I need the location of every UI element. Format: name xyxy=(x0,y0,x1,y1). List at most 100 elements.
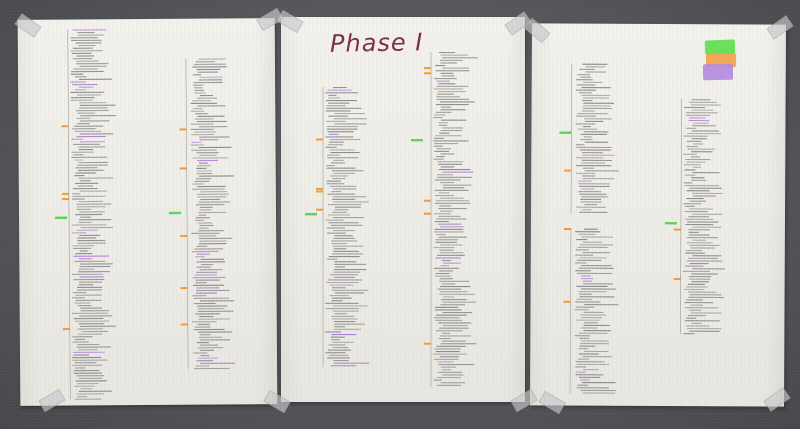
text-line xyxy=(439,226,464,228)
text-line xyxy=(689,208,713,210)
text-line xyxy=(577,128,598,130)
text-line xyxy=(581,86,611,89)
text-line xyxy=(687,221,719,223)
text-line xyxy=(692,171,720,174)
text-line xyxy=(332,245,364,247)
text-line xyxy=(435,195,454,197)
text-line xyxy=(200,198,221,201)
main-branch-marker xyxy=(424,342,431,345)
text-line xyxy=(579,244,613,246)
text-line xyxy=(584,350,609,353)
text-line xyxy=(689,200,706,202)
text-line xyxy=(72,245,95,247)
text-line xyxy=(441,106,452,108)
text-line xyxy=(575,371,587,373)
text-line xyxy=(683,182,693,184)
text-line xyxy=(581,162,606,164)
text-line xyxy=(191,250,219,253)
text-line xyxy=(71,156,108,159)
text-line xyxy=(328,115,349,117)
text-line xyxy=(575,270,591,272)
text-line xyxy=(195,279,221,281)
text-line xyxy=(197,357,218,359)
text-line xyxy=(74,338,86,341)
text-line xyxy=(582,392,616,394)
text-line xyxy=(439,286,471,288)
text-line xyxy=(689,244,720,247)
text-line xyxy=(585,66,606,68)
text-line xyxy=(199,240,227,242)
text-line xyxy=(692,125,716,127)
main-branch-marker xyxy=(180,235,188,238)
text-line xyxy=(327,214,351,216)
text-line xyxy=(191,133,215,136)
text-line xyxy=(73,255,110,257)
text-line xyxy=(78,349,98,351)
text-line xyxy=(439,205,452,207)
text-line xyxy=(333,230,356,232)
text-line xyxy=(434,309,462,311)
text-line xyxy=(438,163,463,165)
text-line xyxy=(690,312,722,314)
phase-title: Phase I xyxy=(329,28,424,58)
main-branch-marker xyxy=(316,138,323,141)
text-line xyxy=(77,239,106,242)
text-line xyxy=(583,102,615,104)
text-line xyxy=(328,256,360,258)
main-branch-marker xyxy=(673,228,681,231)
text-line xyxy=(438,223,462,225)
text-line xyxy=(75,89,87,91)
text-line xyxy=(435,65,446,67)
text-line xyxy=(692,195,716,197)
text-line xyxy=(578,290,607,293)
text-line xyxy=(77,31,95,34)
text-line xyxy=(79,102,107,104)
text-line xyxy=(439,280,470,282)
text-line xyxy=(78,148,94,151)
text-line xyxy=(330,336,345,338)
text-line xyxy=(688,291,717,293)
text-line xyxy=(191,141,202,143)
text-line xyxy=(691,99,711,101)
text-line xyxy=(191,232,220,234)
text-line xyxy=(575,301,601,303)
text-line xyxy=(574,335,590,337)
text-line xyxy=(331,170,364,172)
text-line xyxy=(197,222,213,224)
text-line xyxy=(683,135,708,137)
text-line xyxy=(325,302,359,304)
text-line xyxy=(73,187,98,190)
text-line xyxy=(327,157,359,159)
text-line xyxy=(582,283,613,285)
text-line xyxy=(79,180,91,182)
text-line xyxy=(576,172,596,174)
text-line xyxy=(196,167,207,169)
text-line xyxy=(441,119,467,121)
root-node-marker xyxy=(55,216,68,220)
text-line xyxy=(582,356,613,358)
main-branch-marker xyxy=(316,208,323,211)
text-line xyxy=(683,153,697,155)
text-line xyxy=(580,198,602,201)
text-line xyxy=(691,138,707,140)
text-line xyxy=(574,309,589,311)
text-line xyxy=(334,276,355,278)
text-line xyxy=(688,234,710,236)
text-line xyxy=(434,231,464,233)
text-line xyxy=(334,292,365,294)
text-line xyxy=(433,117,443,119)
text-line xyxy=(575,123,596,125)
text-line xyxy=(687,257,718,260)
text-line xyxy=(442,67,469,69)
text-line xyxy=(77,242,107,244)
main-branch-marker xyxy=(564,169,572,172)
text-line xyxy=(199,269,223,271)
text-line xyxy=(580,201,602,203)
text-line xyxy=(436,218,467,220)
text-line xyxy=(71,232,87,234)
text-line xyxy=(579,345,596,347)
text-line xyxy=(325,219,344,221)
text-line xyxy=(78,177,114,179)
text-line xyxy=(326,282,359,284)
text-line xyxy=(77,185,94,187)
